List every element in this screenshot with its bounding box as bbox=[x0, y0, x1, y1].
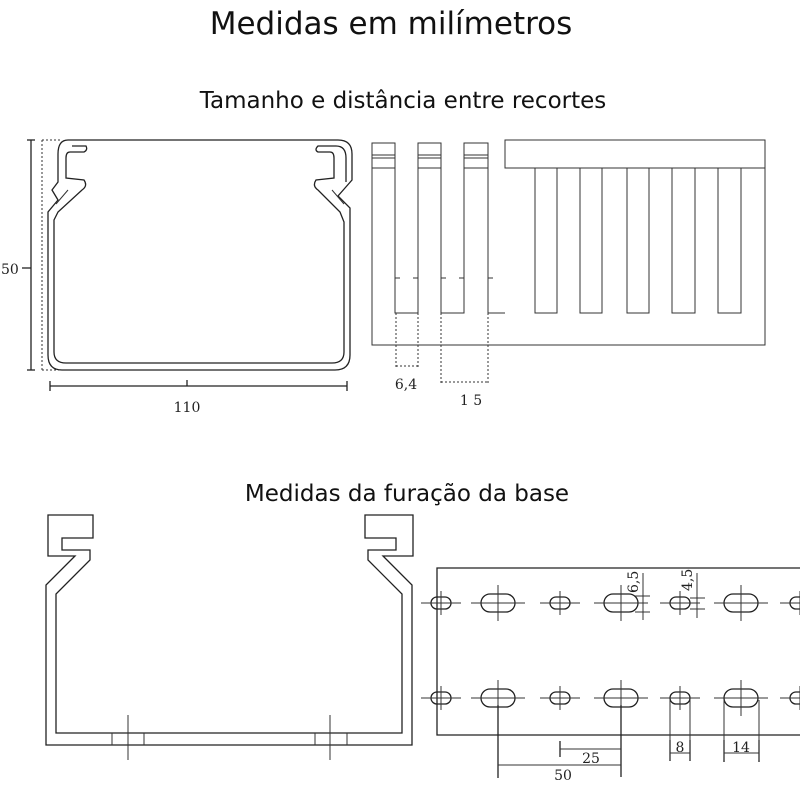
small-hole-height-label: 4,5 bbox=[680, 569, 696, 591]
hole-centerline bbox=[780, 686, 800, 710]
small-pitch-label: 25 bbox=[582, 751, 600, 767]
hole-centerline bbox=[471, 585, 525, 621]
base-section-title: Medidas da furação da base bbox=[245, 481, 569, 507]
hole-centerline bbox=[714, 585, 768, 621]
hole-centerline bbox=[421, 686, 461, 710]
cutouts-section-title: Tamanho e distância entre recortes bbox=[199, 88, 607, 114]
hole-centerline bbox=[780, 591, 800, 615]
large-hole-width-label: 14 bbox=[732, 740, 750, 756]
small-hole-width-label: 8 bbox=[676, 740, 685, 756]
hole-centerline bbox=[421, 591, 461, 615]
slotted-side-view: 6,4 1 5 bbox=[371, 139, 766, 409]
finger-tops bbox=[371, 142, 489, 169]
base-profile bbox=[45, 514, 414, 760]
slot-pitch-label: 1 5 bbox=[460, 393, 482, 409]
hole-centerline bbox=[714, 680, 768, 716]
height-dimension-label: 50 bbox=[1, 262, 19, 278]
large-pitch-label: 50 bbox=[554, 768, 572, 784]
slot-width-label: 6,4 bbox=[395, 377, 417, 393]
hole-centerline bbox=[660, 591, 700, 615]
large-hole-height-label: 6,5 bbox=[626, 571, 642, 593]
page-title: Medidas em milímetros bbox=[210, 6, 573, 42]
hole-centerline bbox=[660, 686, 700, 710]
hole-centerline bbox=[594, 585, 648, 621]
hole-centerline bbox=[540, 591, 580, 615]
base-hole-plate: 6,5 4,5 25 50 8 14 bbox=[421, 567, 800, 784]
width-dimension-label: 110 bbox=[174, 400, 201, 416]
duct-profile-section: 50 110 bbox=[1, 139, 353, 416]
hole-centerline bbox=[540, 686, 580, 710]
